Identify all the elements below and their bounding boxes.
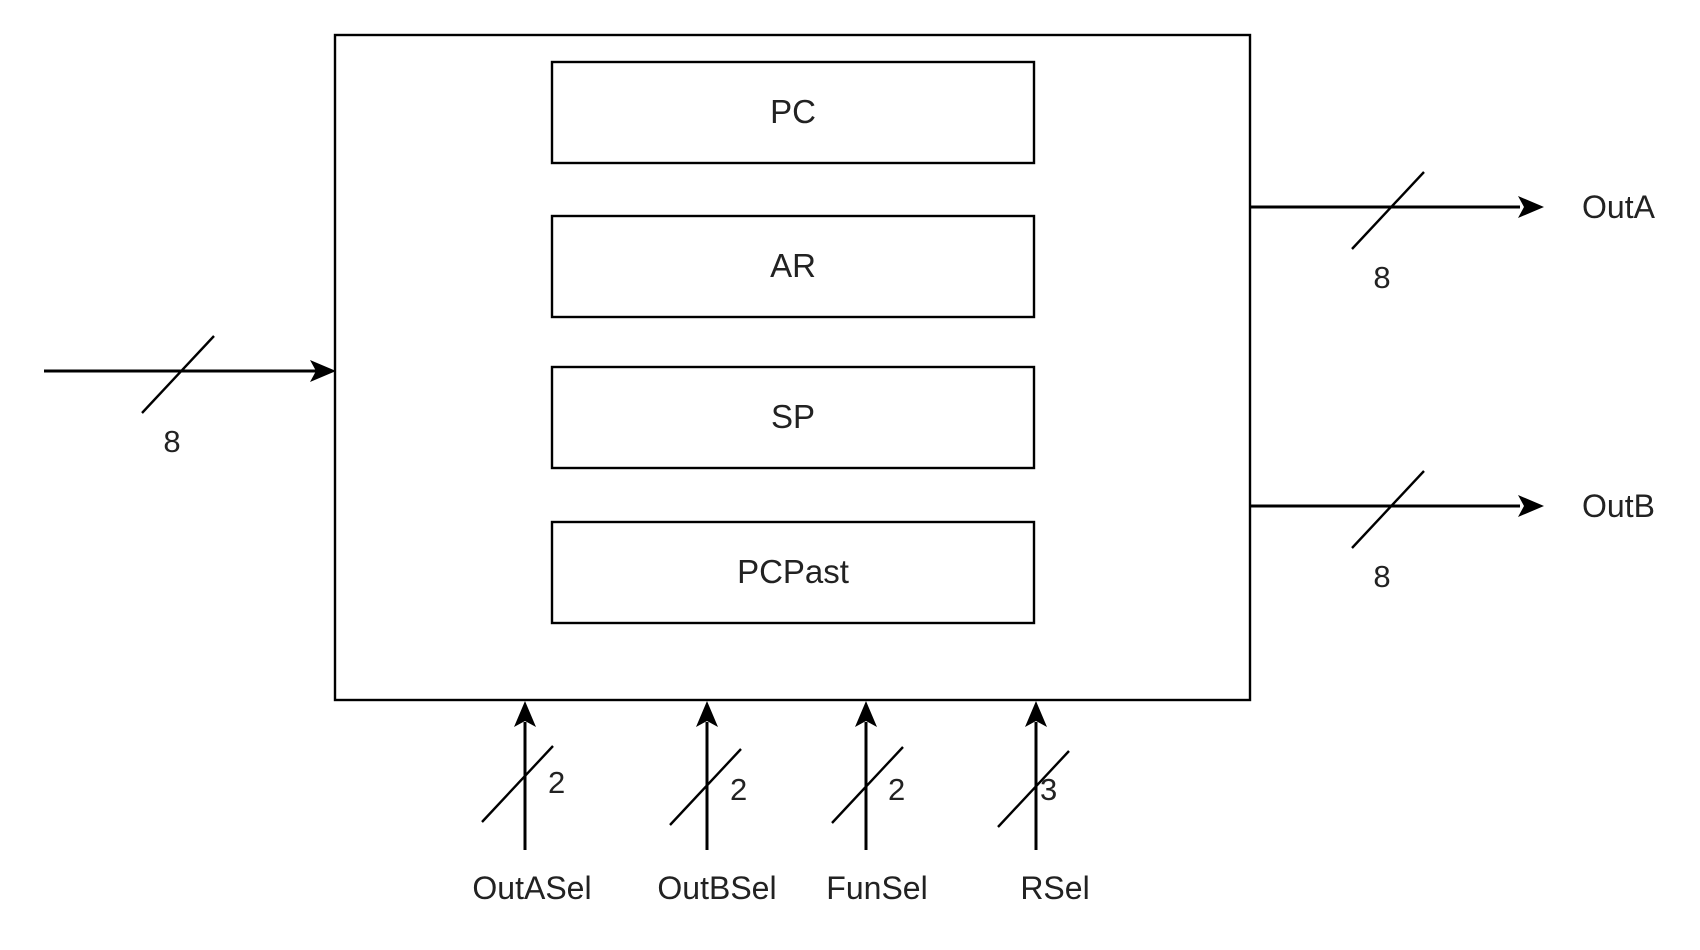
output-b: 8 OutB [1250,470,1655,594]
control-outasel-label: OutASel [472,870,591,906]
output-b-label: OutB [1582,488,1655,524]
register-pc: PC [550,60,1036,165]
control-rsel-arrowhead [1025,701,1047,727]
register-pcpast-label: PCPast [737,553,849,590]
control-outasel-width-slash [481,745,554,823]
register-ar-label: AR [770,247,816,284]
control-rsel-width-label: 3 [1040,772,1057,807]
control-outasel-width-label: 2 [548,765,565,800]
control-outbsel: 2 OutBSel [657,701,777,906]
register-sp: SP [550,365,1036,470]
register-pc-label: PC [770,93,816,130]
input-bus-width-slash [141,335,215,414]
output-b-width-slash [1351,470,1425,549]
output-a-width-slash [1351,171,1425,250]
control-outbsel-width-slash [669,748,742,826]
output-a-width-label: 8 [1373,260,1390,295]
output-a-label: OutA [1582,189,1656,225]
register-sp-label: SP [771,398,815,435]
output-a: 8 OutA [1250,171,1656,295]
control-outasel: 2 OutASel [472,701,592,906]
register-pcpast: PCPast [550,520,1036,625]
register-ar: AR [550,214,1036,319]
control-rsel-width-slash [997,750,1070,828]
input-bus-width-label: 8 [163,424,180,459]
control-funsel-arrowhead [855,701,877,727]
control-funsel-label: FunSel [826,870,927,906]
control-rsel: 3 RSel [997,701,1090,906]
control-funsel-width-slash [831,746,904,824]
control-outbsel-width-label: 2 [730,772,747,807]
control-outasel-arrowhead [514,701,536,727]
input-bus: 8 [44,335,336,459]
output-b-arrowhead [1518,495,1544,517]
control-outbsel-arrowhead [696,701,718,727]
control-outbsel-label: OutBSel [657,870,776,906]
input-bus-arrowhead [310,360,336,382]
control-funsel: 2 FunSel [826,701,928,906]
output-b-width-label: 8 [1373,559,1390,594]
output-a-arrowhead [1518,196,1544,218]
control-rsel-label: RSel [1020,870,1089,906]
control-funsel-width-label: 2 [888,772,905,807]
